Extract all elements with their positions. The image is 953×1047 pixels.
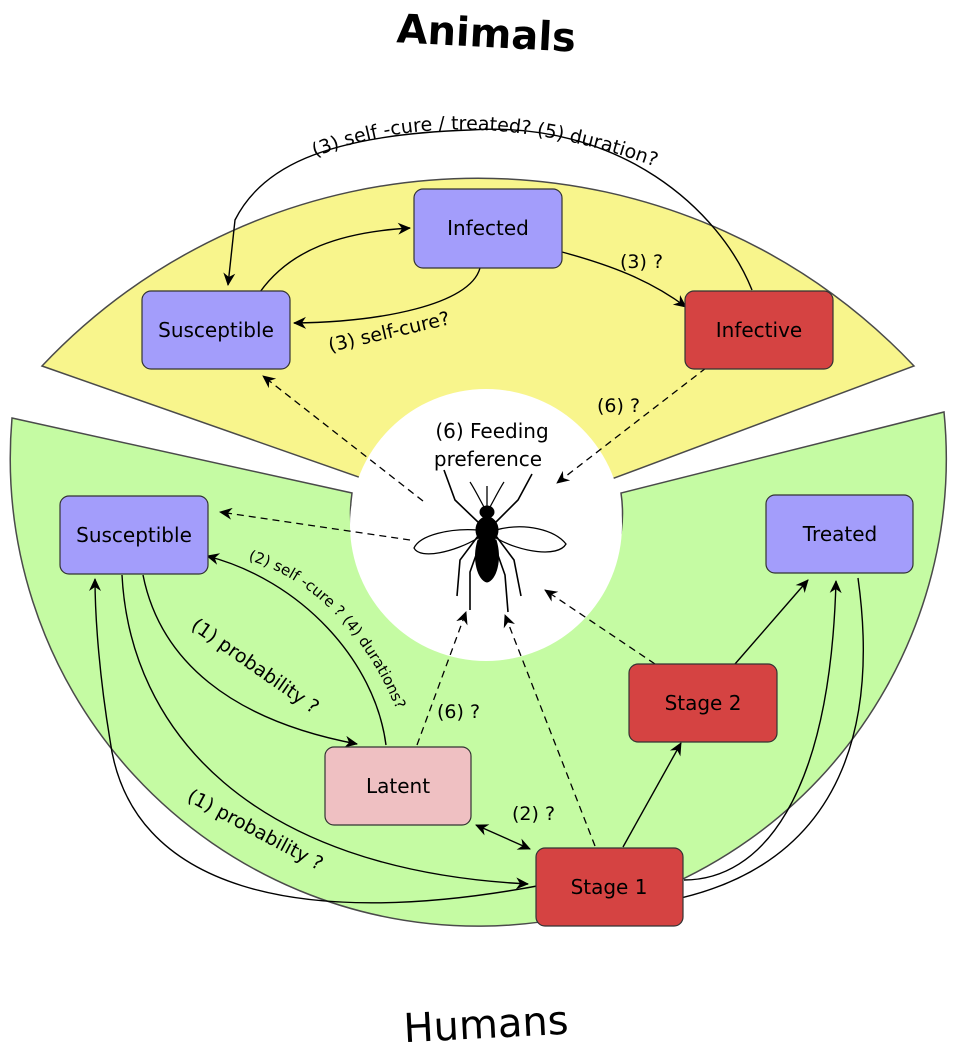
- arrow-infected-to-infective: [561, 251, 687, 308]
- arrow-animal-topcycle: [223, 128, 753, 291]
- human-node-stage2: Stage 2: [628, 663, 778, 743]
- arrow-susceptible-to-latent: [142, 574, 358, 748]
- arrow-stage1-to-stage2: [622, 742, 682, 848]
- human-node-treated: Treated: [765, 494, 914, 574]
- human-treated-label: Treated: [802, 522, 877, 546]
- animal-susceptible-label: Susceptible: [158, 318, 274, 342]
- animals-title: Animals: [396, 6, 578, 61]
- arrow-stage1-to-treated: [683, 580, 842, 881]
- label-infected-to-infective: (3) ?: [620, 251, 663, 273]
- arrow-susceptible-to-infected: [259, 222, 411, 293]
- arrow-infected-selfcure: [293, 267, 481, 329]
- humans-title: Humans: [402, 998, 569, 1047]
- animal-node-infective: Infective: [684, 290, 834, 370]
- feeding-preference-line2: preference: [434, 447, 542, 471]
- animal-infective-label: Infective: [716, 318, 802, 342]
- arrow-treated-outer: [671, 577, 864, 901]
- dashed-mosquito-to-animal-susceptible: [262, 375, 424, 502]
- label-latent-to-mosquito: (6) ?: [437, 701, 480, 723]
- dashed-stage1-to-mosquito: [503, 614, 596, 847]
- label-latent-stage1: (2) ?: [512, 803, 555, 825]
- arrow-stage1-to-susceptible-outer: [89, 578, 538, 904]
- human-node-stage1: Stage 1: [535, 847, 684, 927]
- feeding-preference-line1: (6) Feeding: [435, 419, 548, 443]
- arrow-stage2-to-treated: [734, 579, 809, 665]
- human-susceptible-label: Susceptible: [76, 523, 192, 547]
- human-node-latent: Latent: [324, 746, 472, 826]
- label-infective-to-mosquito: (6) ?: [597, 395, 640, 417]
- dashed-infective-to-mosquito: [556, 367, 707, 484]
- animal-infected-label: Infected: [447, 216, 529, 240]
- dashed-mosquito-to-human-susceptible: [219, 507, 411, 541]
- dashed-stage2-to-mosquito: [544, 589, 656, 665]
- animal-node-susceptible: Susceptible: [141, 290, 291, 370]
- human-node-susceptible: Susceptible: [59, 495, 209, 575]
- arrow-latent-selfcure: [206, 553, 387, 746]
- human-stage1-label: Stage 1: [571, 875, 648, 899]
- human-stage2-label: Stage 2: [665, 691, 742, 715]
- human-latent-label: Latent: [366, 774, 430, 798]
- arrow-latent-stage1: [475, 824, 531, 850]
- label-animal-top-arc: (3) self -cure / treated? (5) duration?: [309, 113, 661, 172]
- arrow-susceptible-to-stage1: [121, 574, 529, 890]
- animal-node-infected: Infected: [413, 188, 563, 269]
- mosquito-icon: [413, 469, 567, 613]
